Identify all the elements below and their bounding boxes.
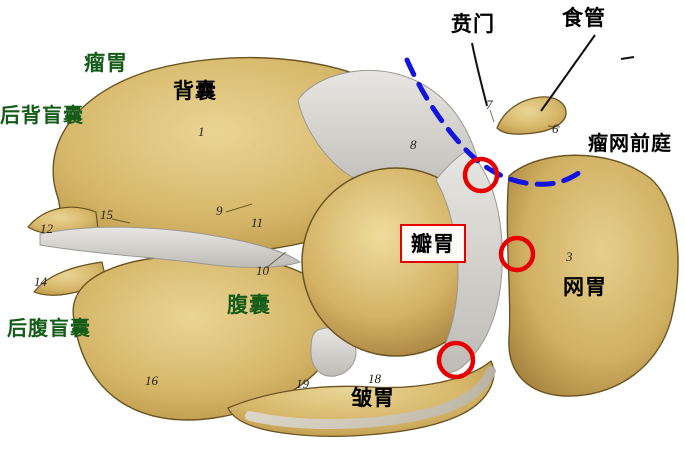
figure-number-19: 19: [296, 376, 309, 391]
esophagus-shape: [496, 96, 567, 135]
figure-number-11: 11: [251, 215, 264, 230]
abomasum-gray-band-shape: [245, 366, 496, 430]
figure-number-7: 7: [486, 97, 493, 112]
engraving-ticks: [111, 109, 561, 269]
label-dorsal-sac: 背囊: [173, 80, 217, 103]
figure-number-8: 8: [410, 137, 417, 152]
figure-number-10: 10: [256, 263, 269, 278]
figure-number-9: 9: [216, 203, 223, 218]
label-omasum: 瓣胃: [411, 233, 455, 256]
label-abomasum: 皱胃: [351, 387, 395, 410]
figure-number-14: 14: [34, 274, 47, 289]
omasum-label-box: 瓣胃: [400, 224, 466, 263]
figure-number-12: 12: [40, 221, 53, 236]
left-groove-shape: [39, 226, 302, 268]
red-circle-omaso-abomasal: [436, 340, 476, 380]
red-circle-reticulo-omasal: [498, 235, 536, 273]
figure-number-6: 6: [552, 121, 559, 136]
figure-number-18: 18: [368, 371, 381, 386]
label-caudodorsal-blind-sac: 后背盲囊: [0, 105, 84, 127]
corner-tick-mark: [620, 56, 635, 60]
figure-number-15: 15: [100, 207, 113, 222]
label-rumen-reticulum-vestibule: 瘤网前庭: [588, 133, 672, 155]
esophagus-leader-line: [540, 34, 596, 112]
label-cardia: 贲门: [451, 13, 495, 36]
reticulum-shape: [506, 154, 679, 397]
figure-number-16: 16: [145, 373, 158, 388]
cardia-leader-line: [471, 42, 488, 107]
label-rumen: 瘤胃: [84, 52, 128, 75]
red-circle-cardia: [462, 156, 500, 194]
figure-number-3: 3: [566, 249, 573, 264]
label-reticulum: 网胃: [563, 276, 607, 299]
label-esophagus: 食管: [562, 7, 606, 30]
label-caudoventral-blind-sac: 后腹盲囊: [7, 318, 91, 340]
label-ventral-sac: 腹囊: [227, 294, 271, 317]
figure-number-1: 1: [198, 124, 205, 139]
